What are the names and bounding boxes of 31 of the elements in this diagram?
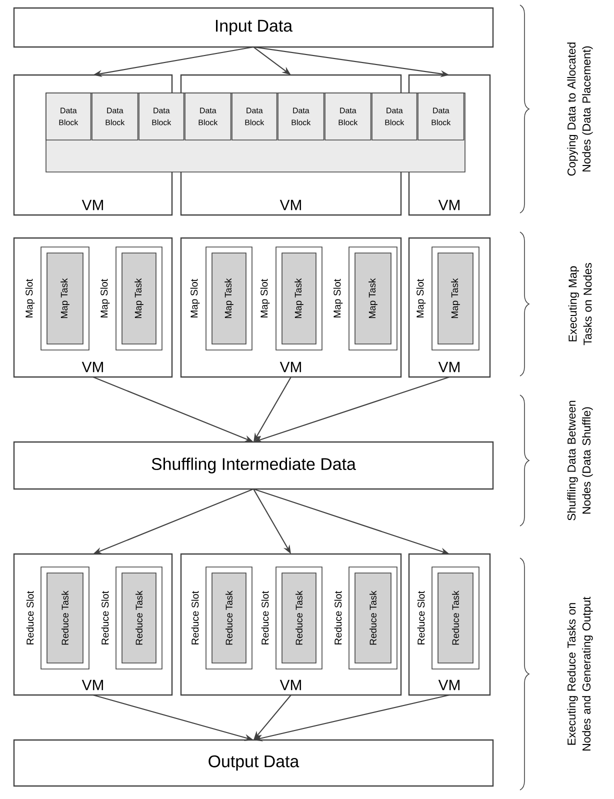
node-label: Map Slot	[100, 278, 110, 318]
task-box: Map Task	[212, 252, 246, 344]
step-label: Shuffling Data Between Nodes (Data Shuffle)	[567, 400, 593, 520]
node-label: Reduce Slot	[261, 590, 269, 644]
node-label: Map Slot	[416, 278, 426, 318]
step-label: Executing Map Tasks on Nodes	[568, 263, 592, 346]
node-label: Reduce Slot	[334, 590, 342, 644]
task-box: Map Task	[438, 252, 474, 344]
task-box: Reduce Task	[46, 572, 84, 664]
task-box: Map Task	[354, 252, 392, 344]
task-box: Reduce Task	[212, 572, 246, 664]
node-label: Reduce Slot	[101, 590, 109, 644]
node-label: Reduce Slot	[417, 590, 425, 644]
node-label: Reduce Slot	[191, 590, 199, 644]
node-label: Map Slot	[190, 278, 200, 318]
task-box: Reduce Task	[438, 572, 474, 664]
task-box: Reduce Task	[354, 572, 392, 664]
process-box: Output Data	[13, 739, 494, 787]
node-label: Reduce Slot	[26, 590, 34, 644]
task-box: Map Task	[282, 252, 316, 344]
node-label: Map Slot	[25, 278, 35, 318]
process-box: Shuffling Intermediate Data	[13, 441, 494, 490]
task-box: Reduce Task	[282, 572, 316, 664]
step-label: Copying Data to Allocated Nodes (Data Placement)	[567, 42, 593, 176]
process-box: Input Data	[13, 7, 494, 48]
node-label: Map Slot	[260, 278, 270, 318]
task-box: Reduce Task	[122, 572, 156, 664]
node-label: Map Slot	[333, 278, 343, 318]
task-box: Map Task	[122, 252, 156, 344]
task-box: Map Task	[46, 252, 84, 344]
step-label: Executing Reduce Tasks on Nodes and Generating Output	[567, 596, 593, 750]
